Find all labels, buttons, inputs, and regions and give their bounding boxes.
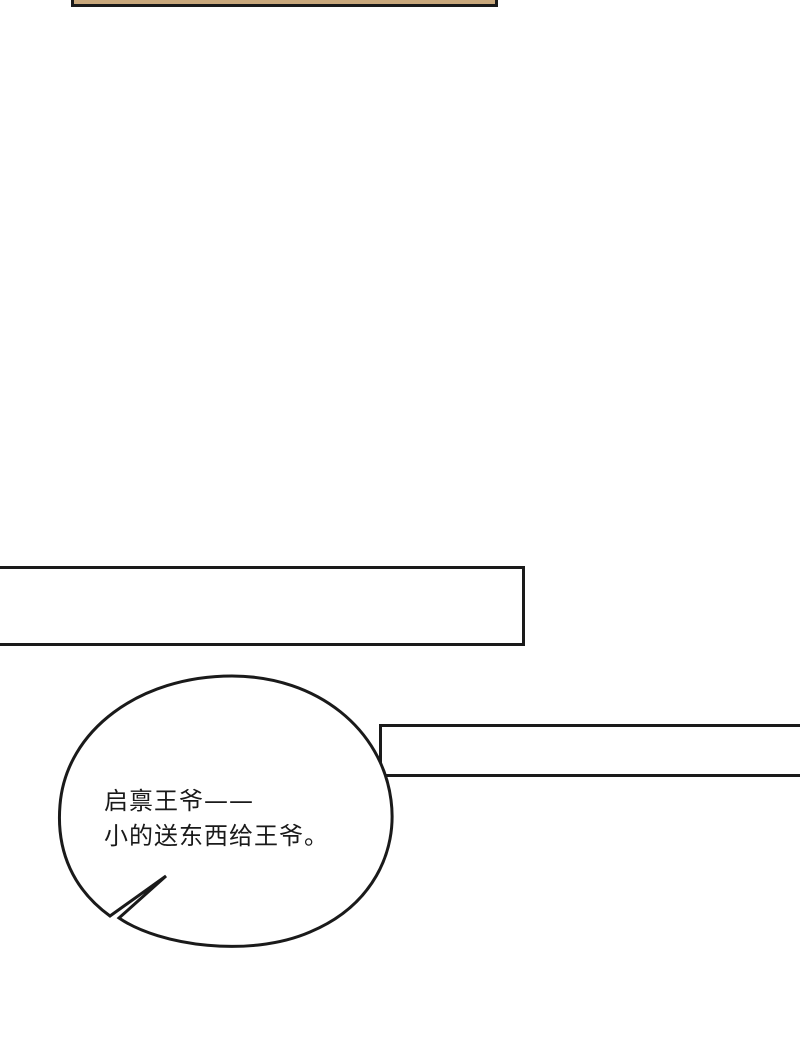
top-comic-panel — [71, 0, 498, 7]
middle-comic-panel — [0, 566, 525, 646]
speech-line-1: 启禀王爷—— — [104, 787, 254, 815]
right-comic-panel — [379, 724, 800, 777]
speech-bubble-text: 启禀王爷—— 小的送东西给王爷。 — [104, 784, 374, 854]
speech-line-2: 小的送东西给王爷。 — [104, 822, 329, 850]
